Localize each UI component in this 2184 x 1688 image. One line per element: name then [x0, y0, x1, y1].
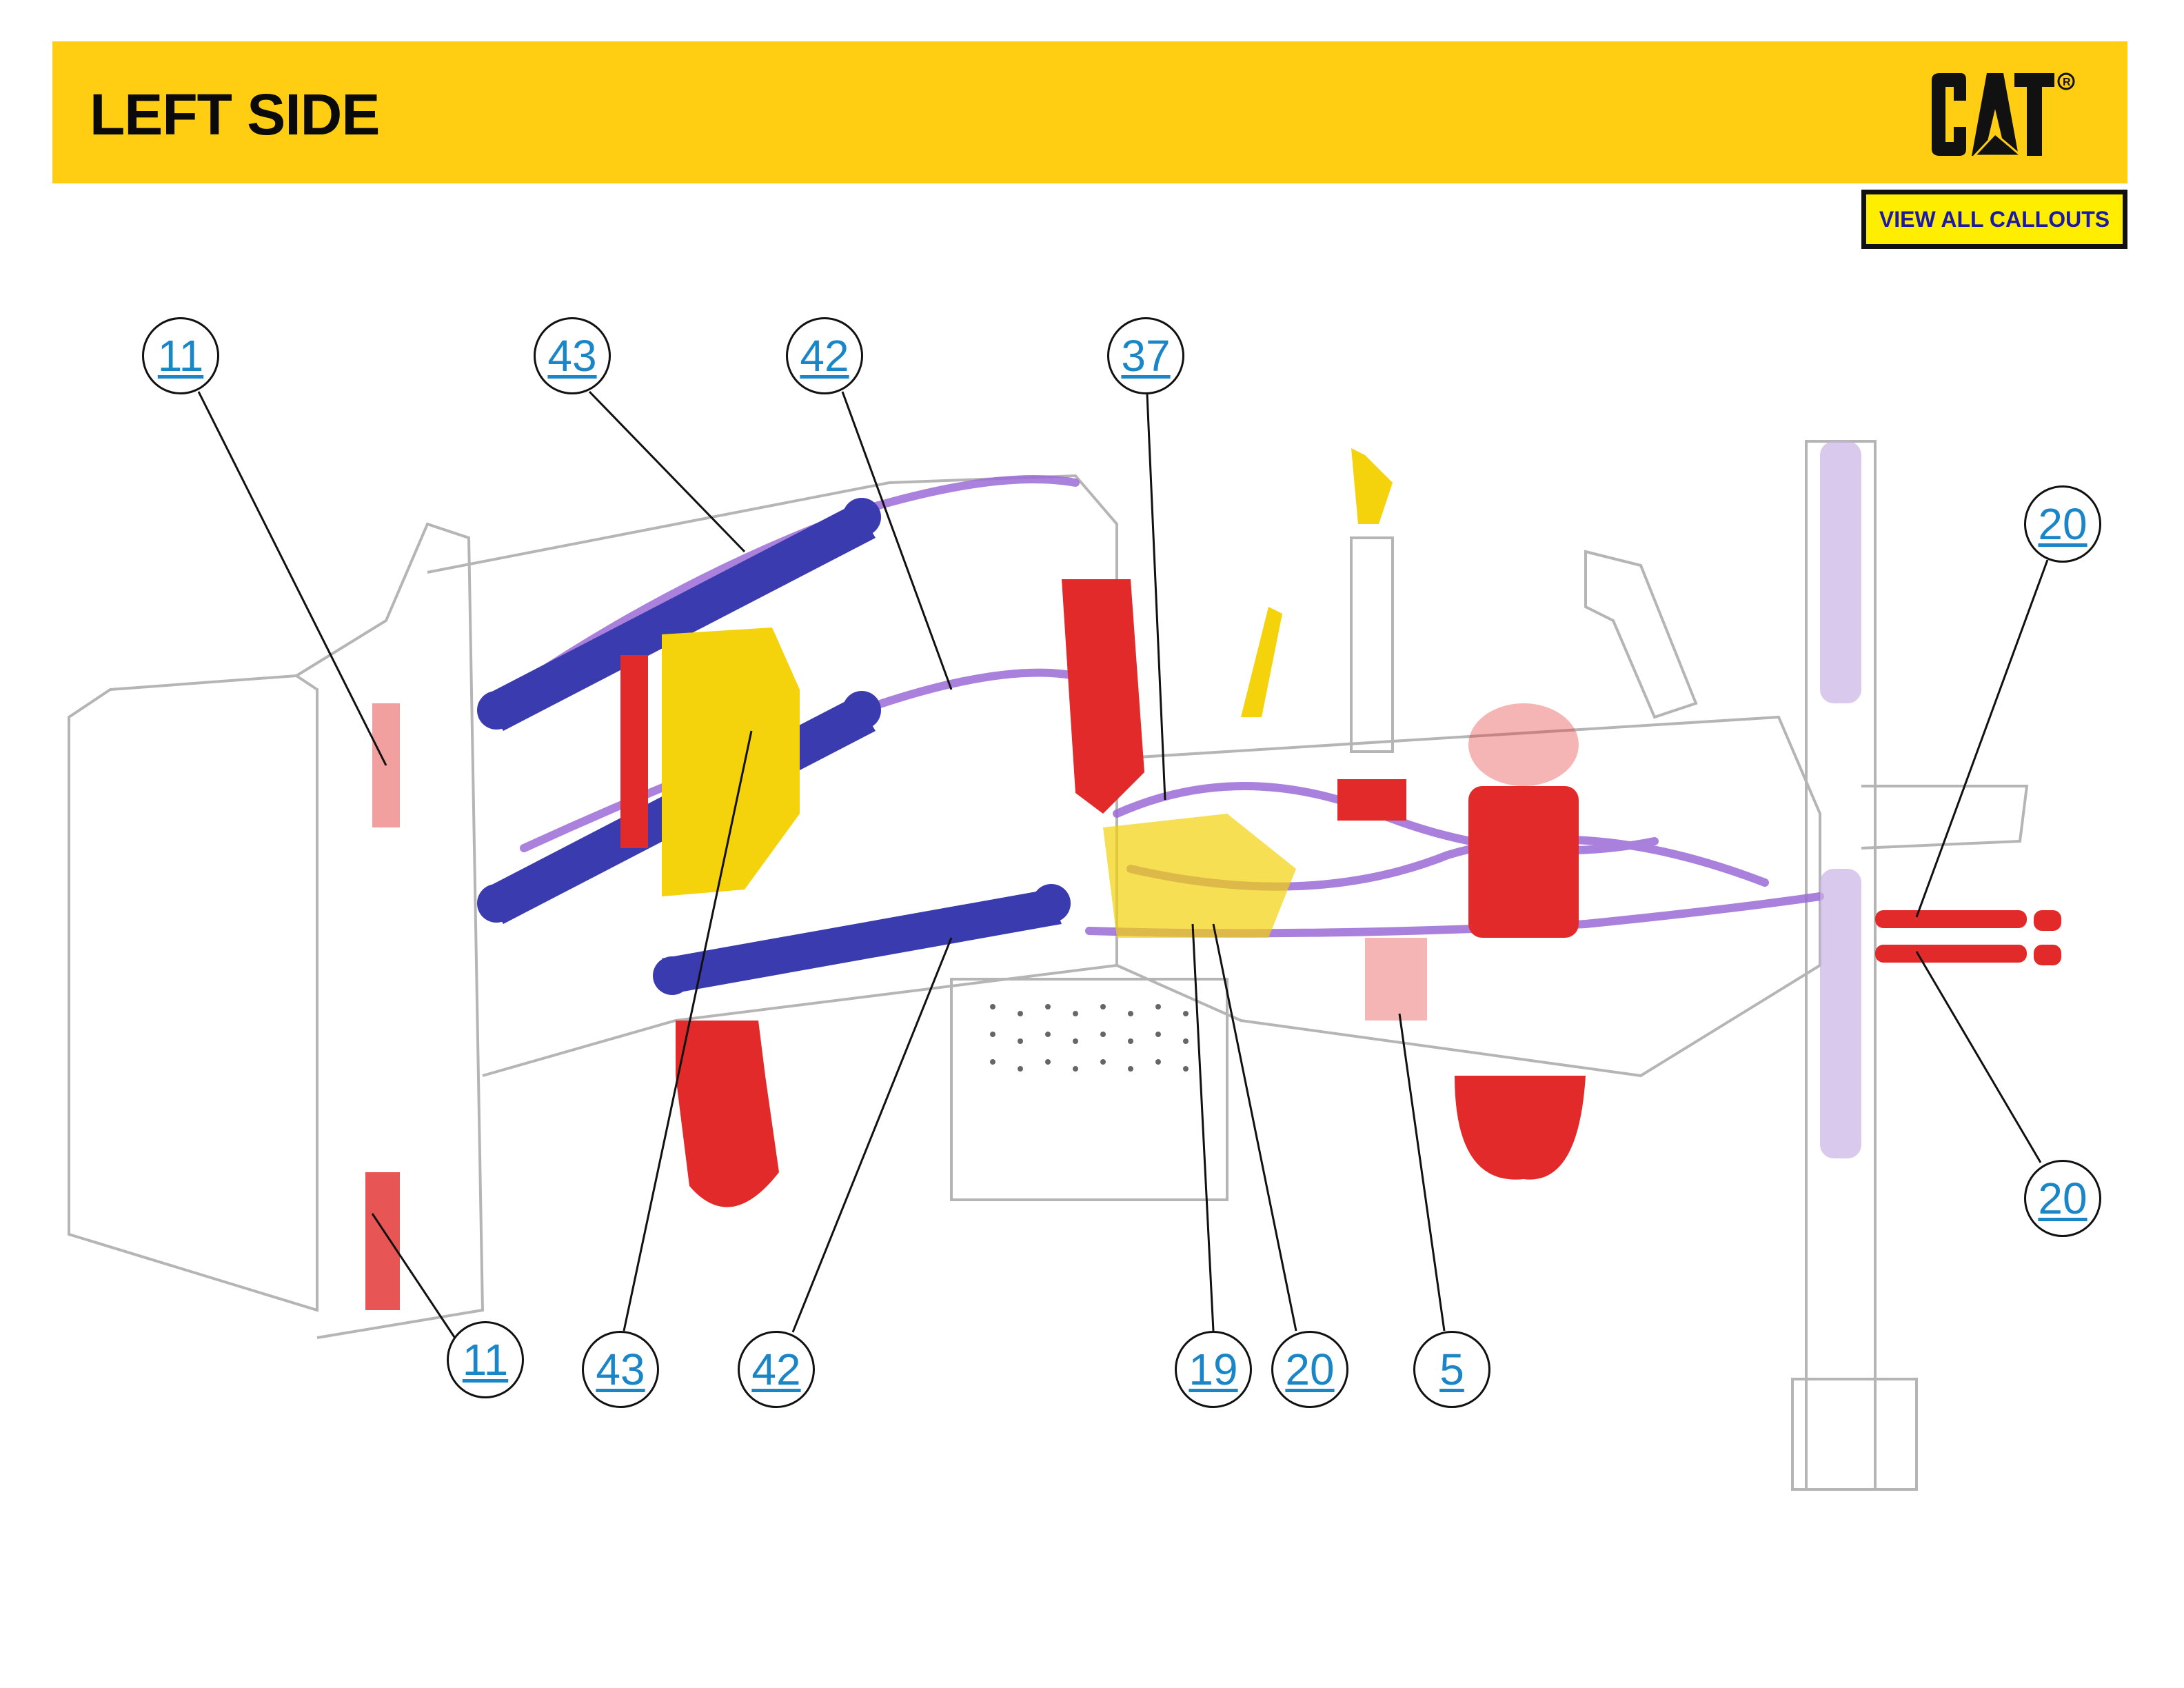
cat-logo-icon: R	[1932, 72, 2075, 157]
callout-label: 42	[751, 1345, 801, 1394]
red-components	[365, 579, 2061, 1310]
callout-43-bottom[interactable]: 43	[582, 1331, 659, 1408]
callout-label: 5	[1439, 1345, 1464, 1394]
callout-19-bottom[interactable]: 19	[1175, 1331, 1252, 1408]
callout-42-bottom[interactable]: 42	[738, 1331, 815, 1408]
callout-label: 11	[157, 331, 204, 381]
callout-37-top[interactable]: 37	[1107, 317, 1184, 394]
page-title: LEFT SIDE	[90, 82, 380, 147]
callout-label: 20	[1285, 1345, 1335, 1394]
callout-label: 42	[800, 331, 849, 381]
view-all-callouts-label: VIEW ALL CALLOUTS	[1879, 206, 2110, 232]
callout-11-top[interactable]: 11	[142, 317, 219, 394]
callout-label: 20	[2038, 1174, 2087, 1223]
lavender-frame	[1820, 441, 1861, 1158]
callout-5-bottom[interactable]: 5	[1413, 1331, 1490, 1408]
callout-43-top[interactable]: 43	[534, 317, 611, 394]
callout-20-right-bottom[interactable]: 20	[2024, 1160, 2101, 1237]
yellow-components	[662, 448, 1393, 938]
callout-11-bottom[interactable]: 11	[447, 1321, 524, 1398]
svg-text:R: R	[2063, 77, 2071, 88]
callout-label: 43	[596, 1345, 645, 1394]
grille-dots	[990, 1004, 1189, 1072]
view-all-callouts-button[interactable]: VIEW ALL CALLOUTS	[1861, 190, 2127, 249]
callout-label: 43	[547, 331, 597, 381]
callout-label: 20	[2038, 499, 2087, 549]
callout-42-top[interactable]: 42	[786, 317, 863, 394]
callout-label: 19	[1189, 1345, 1238, 1394]
header-bar	[52, 41, 2127, 183]
leader-lines	[197, 390, 2049, 1344]
callout-20-bottom[interactable]: 20	[1271, 1331, 1348, 1408]
frame-outlines	[68, 440, 2029, 1491]
callout-label: 37	[1121, 331, 1171, 381]
callout-20-right-top[interactable]: 20	[2024, 485, 2101, 563]
callout-label: 11	[462, 1335, 509, 1385]
